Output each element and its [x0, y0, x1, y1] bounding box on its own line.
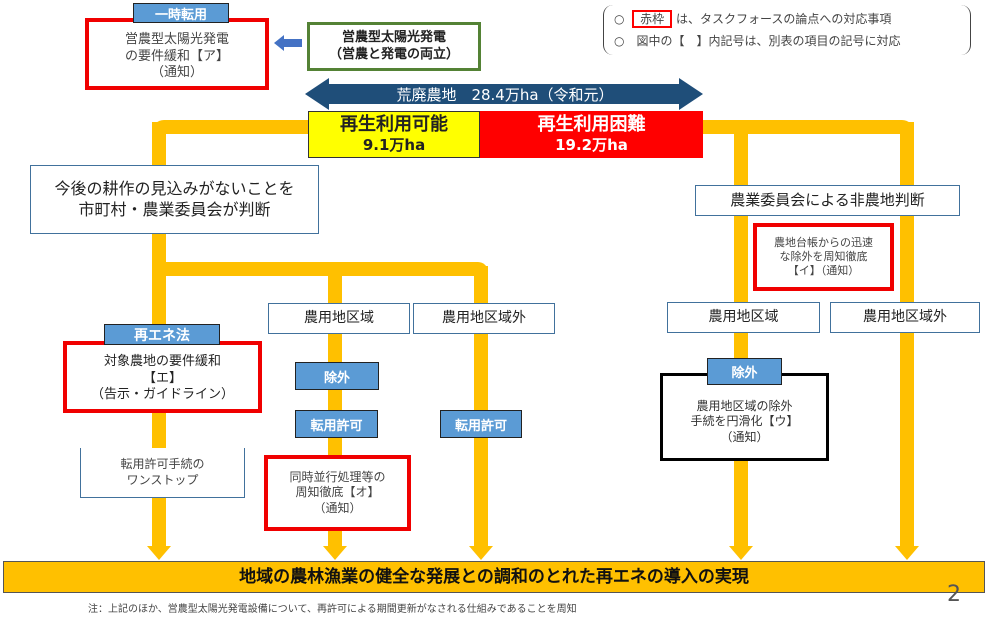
non-farmland-judgement-box: 農業委員会による非農地判断: [695, 185, 960, 216]
page-number: 2: [947, 582, 961, 607]
item-o-line: 周知徹底【オ】: [295, 485, 380, 500]
solar-line: 営農型太陽光発電: [341, 29, 446, 45]
legend: ○ 赤枠 は、タスクフォースの論点への対応事項 ○ 図中の【 】内記号は、別表の…: [603, 5, 971, 55]
one-stop-line: 転用許可手続の: [120, 456, 205, 471]
reusable-box: 再生利用可能 9.1万ha: [308, 111, 480, 158]
item-e-line: 対象農地の要件緩和: [103, 353, 221, 369]
one-stop-box: 転用許可手続の ワンストップ: [80, 448, 245, 498]
item-i-line: な除外を周知徹底: [779, 249, 868, 263]
item-u-line: 手続を円滑化【ウ】: [690, 414, 799, 429]
footnote: 注：上記のほか、営農型太陽光発電設備について、再許可による期間更新がなされる仕組…: [88, 604, 577, 615]
arrow-down-icon: [147, 546, 171, 560]
legend-line-1: ○ 赤枠 は、タスクフォースの論点への対応事項: [614, 8, 960, 30]
item-e-line: （告示・ガイドライン）: [90, 387, 234, 403]
arrow-down-icon: [469, 546, 493, 560]
item-a-box: 営農型太陽光発電 の要件緩和【ア】 （通知）: [85, 18, 269, 90]
legend-text: は、タスクフォースの論点への対応事項: [675, 12, 892, 26]
arrow-down-icon: [323, 546, 347, 560]
one-stop-line: ワンストップ: [126, 472, 199, 487]
legend-line-2: ○ 図中の【 】内記号は、別表の項目の記号に対応: [614, 34, 901, 48]
difficult-value: 19.2万ha: [555, 136, 628, 155]
temporary-conversion-tag: 一時転用: [133, 3, 229, 23]
item-a-line: 営農型太陽光発電: [124, 31, 229, 47]
renewable-law-tag: 再エネ法: [104, 324, 220, 345]
conversion-permit-tag: 転用許可: [440, 410, 522, 438]
flow-line-branch: [152, 262, 488, 276]
judgement-line: 市町村・農業委員会が判断: [78, 199, 271, 219]
item-i-line: 農地台帳からの迅速: [774, 235, 873, 249]
judgement-line: 今後の耕作の見込みがないことを: [54, 178, 295, 198]
arrow-down-icon: [895, 546, 919, 560]
item-o-line: 同時並行処理等の: [289, 469, 386, 484]
zone-out-mid: 農用地区域外: [413, 303, 555, 334]
flow-line-mid2: [474, 266, 488, 547]
arrow-down-icon: [729, 546, 753, 560]
conversion-permit-tag: 転用許可: [295, 410, 378, 438]
item-a-line: （通知）: [150, 65, 203, 81]
item-o-box: 同時並行処理等の 周知徹底【オ】 （通知）: [264, 455, 411, 531]
zone-out-right: 農用地区域外: [830, 302, 980, 333]
solar-sharing-box: 営農型太陽光発電 （営農と発電の両立）: [307, 22, 481, 71]
exclusion-tag: 除外: [707, 358, 782, 385]
municipal-judgement-box: 今後の耕作の見込みがないことを 市町村・農業委員会が判断: [30, 165, 319, 234]
item-i-box: 農地台帳からの迅速 な除外を周知徹底 【イ】（通知）: [753, 223, 894, 291]
bullet: ○: [614, 12, 625, 26]
zone-in-right: 農用地区域: [667, 302, 820, 333]
flow-line-right2: [900, 122, 914, 547]
abandoned-farmland-label: 荒廃農地 28.4万ha（令和元）: [396, 86, 614, 104]
item-i-line: 【イ】（通知）: [787, 264, 860, 278]
goal-banner: 地域の農林漁業の健全な発展との調和のとれた再エネの導入の実現: [3, 561, 985, 593]
item-u-line: 農用地区域の除外: [696, 398, 793, 413]
reusable-title: 再生利用可能: [340, 114, 448, 136]
reusable-value: 9.1万ha: [362, 136, 426, 155]
red-frame-sample: 赤枠: [632, 10, 673, 28]
item-e-box: 対象農地の要件緩和 【エ】 （告示・ガイドライン）: [63, 341, 262, 413]
zone-in-mid: 農用地区域: [268, 303, 410, 334]
item-a-line: の要件緩和【ア】: [124, 48, 229, 64]
solar-line: （営農と発電の両立）: [328, 46, 459, 62]
difficult-title: 再生利用困難: [537, 114, 646, 136]
arrow-left-icon: [274, 35, 302, 51]
item-u-box: 農用地区域の除外 手続を円滑化【ウ】 （通知）: [660, 373, 829, 461]
exclusion-tag: 除外: [295, 362, 379, 390]
difficult-box: 再生利用困難 19.2万ha: [480, 111, 703, 158]
item-e-line: 【エ】: [142, 370, 182, 386]
item-o-line: （通知）: [313, 500, 362, 515]
item-u-line: （通知）: [720, 429, 769, 444]
double-arrow: [305, 78, 703, 110]
